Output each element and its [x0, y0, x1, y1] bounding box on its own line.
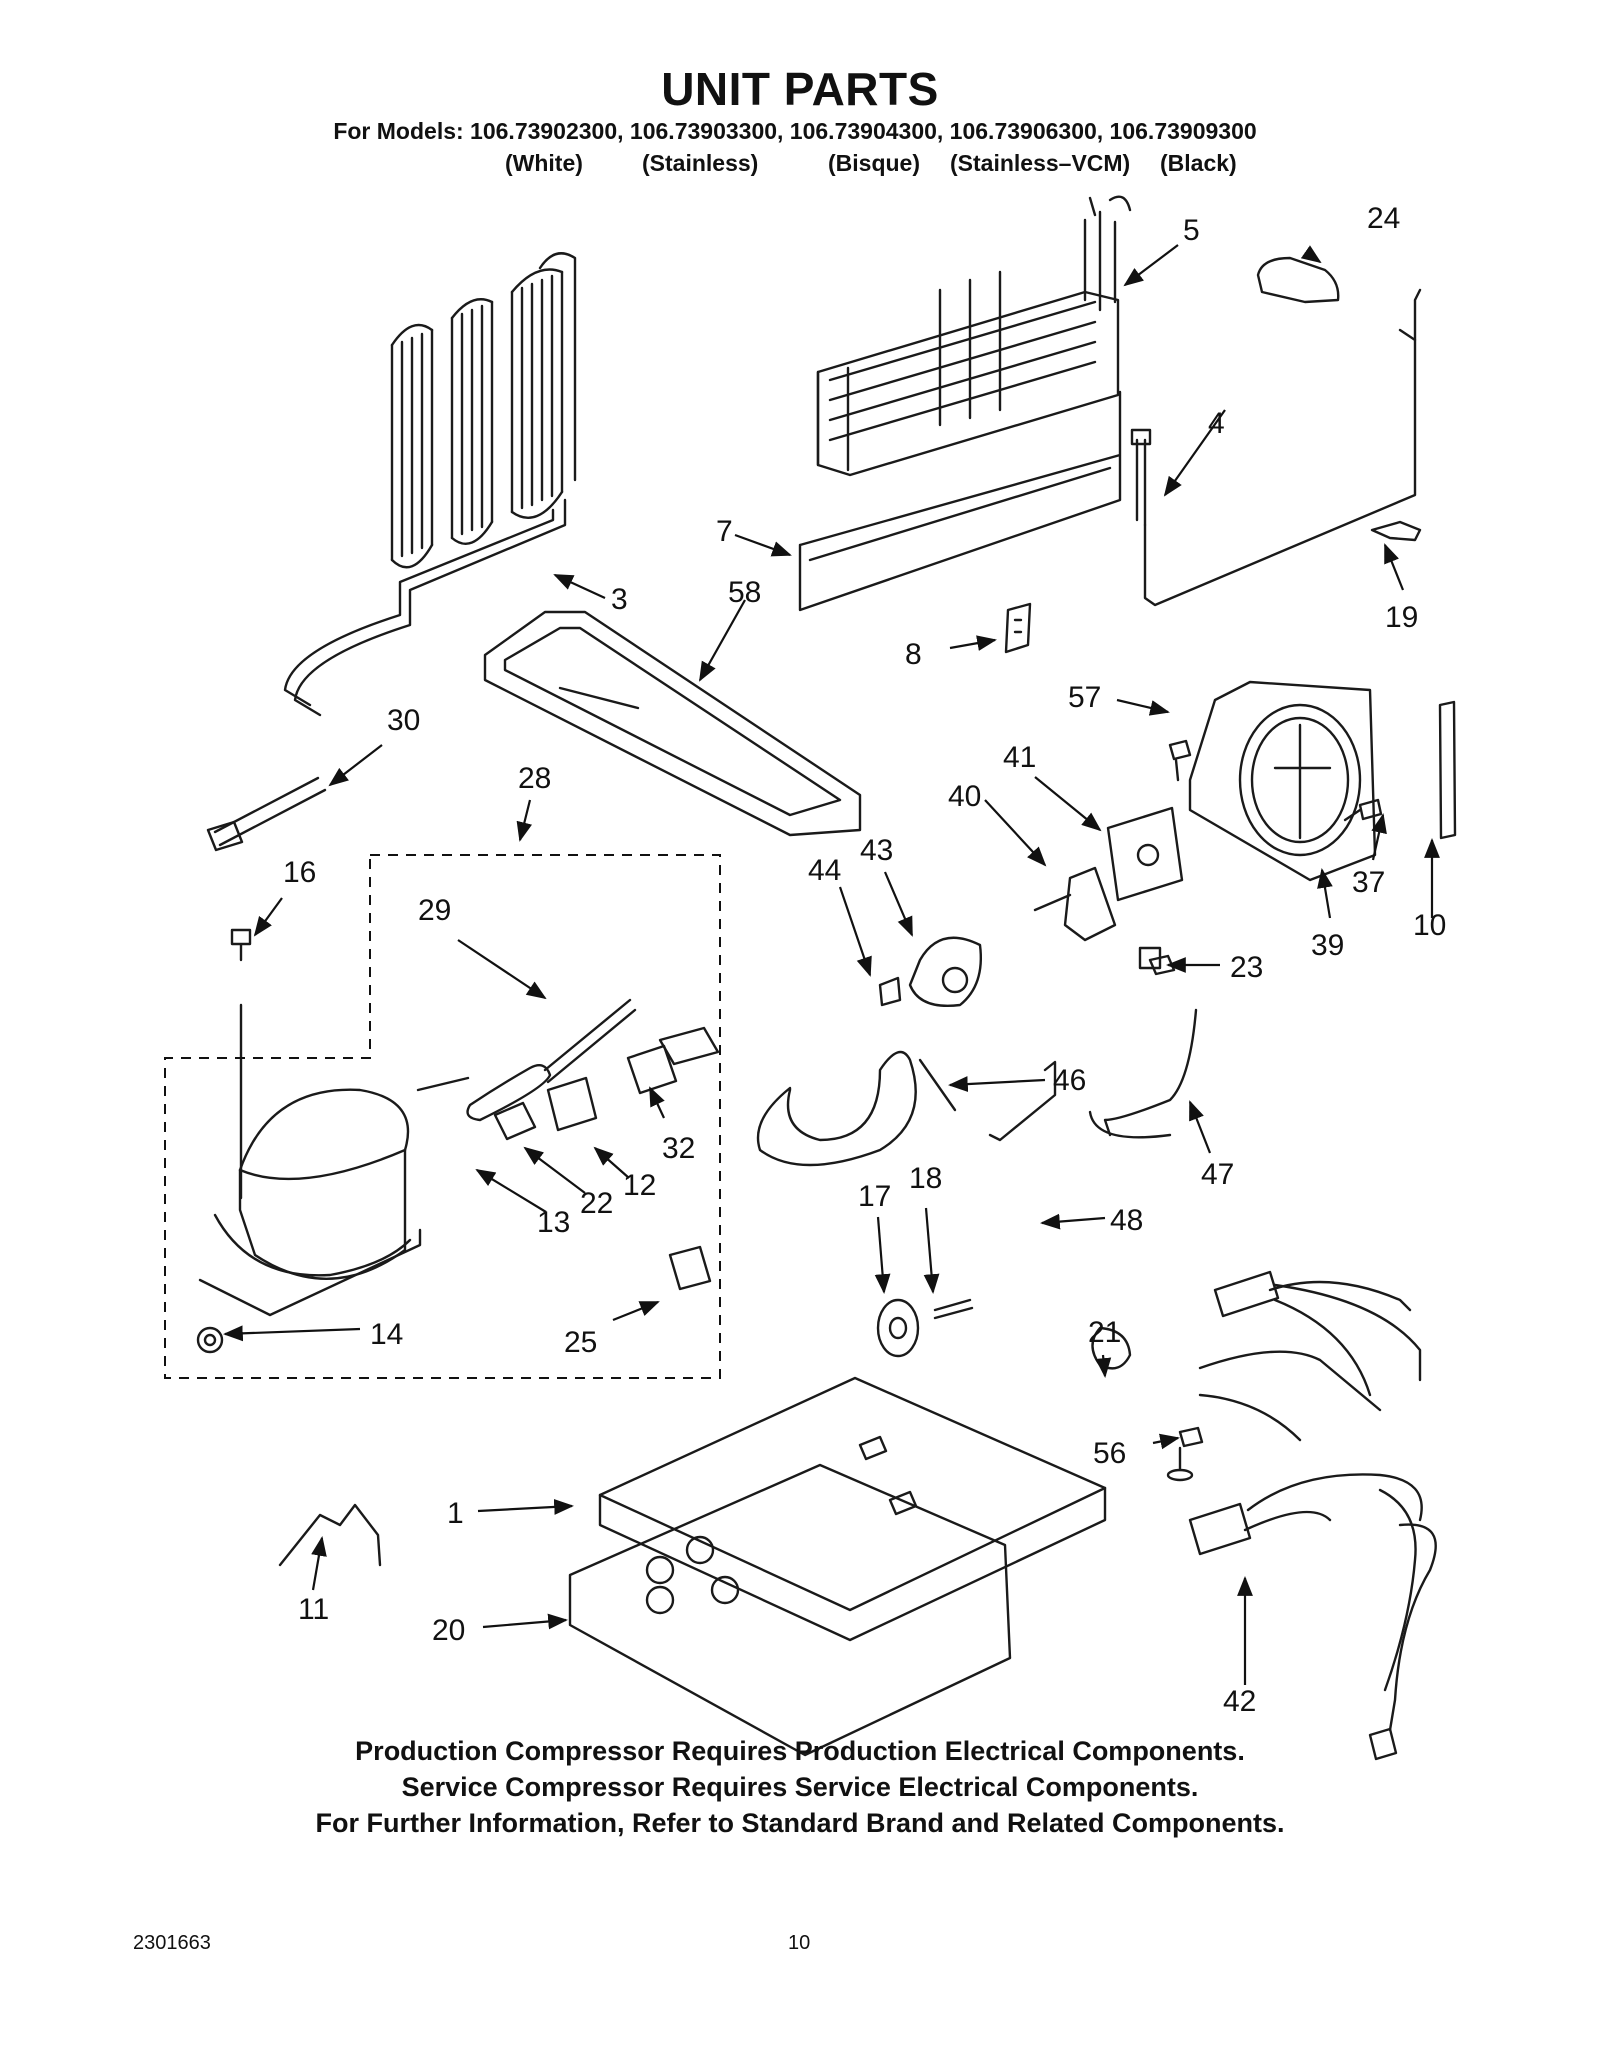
page-title: UNIT PARTS — [661, 63, 939, 115]
part-label: 3 — [611, 583, 628, 616]
part-label: 56 — [1093, 1437, 1126, 1470]
document-number: 2301663 — [133, 1932, 211, 1954]
part-label: 18 — [909, 1162, 942, 1195]
drain-pan-drawing — [483, 610, 862, 837]
kit-boundary — [164, 854, 721, 1379]
variant-label: (Stainless–VCM) — [950, 150, 1131, 176]
compressor-drawing — [196, 1003, 422, 1354]
fan-shroud-drawing — [1188, 680, 1457, 882]
condenser-coil-drawing — [283, 252, 577, 717]
part-label: 22 — [580, 1187, 613, 1220]
part-label: 12 — [623, 1169, 656, 1202]
part-label: 13 — [537, 1206, 570, 1239]
part-label: 5 — [1183, 214, 1200, 247]
part-label: 25 — [564, 1326, 597, 1359]
variant-label: (Bisque) — [828, 150, 920, 176]
thermostat-wire-drawing — [1130, 256, 1422, 607]
fan-motor-drawing — [878, 806, 1184, 1007]
part-label: 4 — [1208, 407, 1225, 440]
part-label: 14 — [370, 1318, 403, 1351]
part-label: 41 — [1003, 741, 1036, 774]
part-label: 47 — [1201, 1158, 1234, 1191]
note-production: Production Compressor Requires Productio… — [355, 1736, 1245, 1766]
part-label: 16 — [283, 856, 316, 889]
part-label: 1 — [447, 1497, 464, 1530]
part-label: 7 — [716, 515, 733, 548]
part-label: 20 — [432, 1614, 465, 1647]
part-label: 23 — [1230, 951, 1263, 984]
clip-drawing — [1370, 520, 1422, 542]
part-label: 21 — [1088, 1316, 1121, 1349]
part-label: 39 — [1311, 929, 1344, 962]
part-label: 40 — [948, 780, 981, 813]
part-label: 10 — [1413, 909, 1446, 942]
part-label: 42 — [1223, 1685, 1256, 1718]
part-label: 37 — [1352, 866, 1385, 899]
models-line: For Models: 106.73902300, 106.73903300, … — [333, 118, 1257, 144]
part-label: 43 — [860, 834, 893, 867]
bracket-drawing — [1004, 602, 1032, 654]
part-number-labels: 5 24 4 7 3 58 19 8 57 30 41 28 40 43 44 … — [283, 202, 1446, 1718]
fasteners-drawing — [230, 739, 1383, 1482]
variant-label: (Black) — [1160, 150, 1237, 176]
part-label: 28 — [518, 762, 551, 795]
variant-label: (White) — [505, 150, 583, 176]
variant-label: (Stainless) — [642, 150, 759, 176]
part-label: 11 — [298, 1593, 329, 1626]
base-plate-drawing — [568, 1376, 1107, 1757]
part-label: 24 — [1367, 202, 1400, 235]
part-label: 19 — [1385, 601, 1418, 634]
page-number: 10 — [788, 1932, 811, 1954]
part-label: 32 — [662, 1132, 695, 1165]
note-service: Service Compressor Requires Service Elec… — [401, 1772, 1199, 1802]
wire-clip-drawing — [278, 1503, 382, 1567]
part-label: 58 — [728, 576, 761, 609]
part-label: 8 — [905, 638, 922, 671]
part-label: 44 — [808, 854, 841, 887]
part-label: 17 — [858, 1180, 891, 1213]
evaporator-drawing — [798, 195, 1132, 612]
part-label: 29 — [418, 894, 451, 927]
wiring-harness-drawing — [1188, 1270, 1437, 1761]
roller-drawing — [876, 1298, 974, 1358]
electrical-components-drawing — [416, 998, 720, 1291]
part-label: 57 — [1068, 681, 1101, 714]
part-label: 30 — [387, 704, 420, 737]
leader-lines — [223, 244, 1440, 1685]
part-label: 46 — [1053, 1064, 1086, 1097]
note-further-info: For Further Information, Refer to Standa… — [315, 1808, 1285, 1838]
part-label: 48 — [1110, 1204, 1143, 1237]
cable-tie-drawing — [206, 776, 327, 852]
tubing-drawing — [756, 1008, 1198, 1167]
